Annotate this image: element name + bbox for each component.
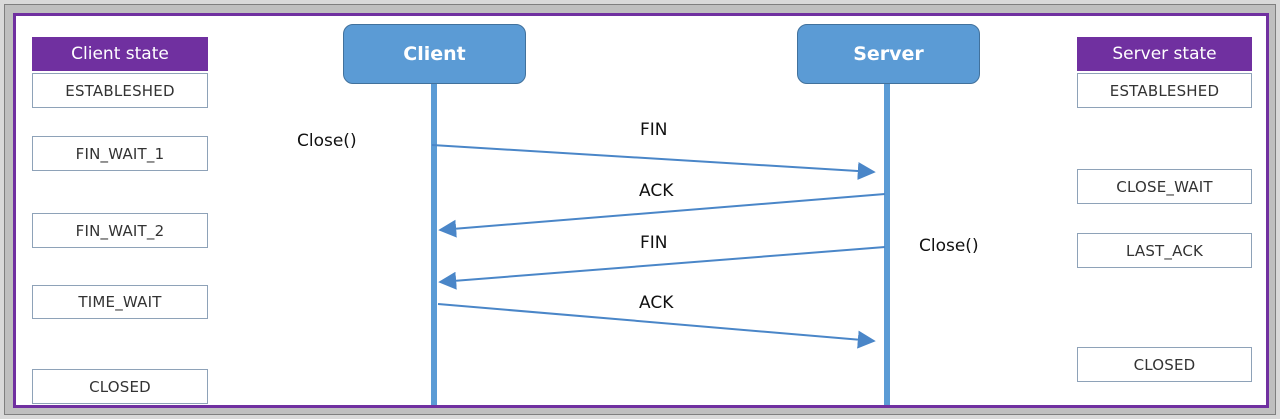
client-state-fin-wait-1: FIN_WAIT_1 (32, 136, 208, 171)
server-actor-box: Server (797, 24, 980, 84)
server-state-close-wait: CLOSE_WAIT (1077, 169, 1252, 204)
server-state-header: Server state (1077, 37, 1252, 73)
message-arrow-ack-1 (438, 193, 886, 238)
message-arrow-ack-2 (437, 303, 876, 349)
client-state-time-wait: TIME_WAIT (32, 285, 208, 319)
server-state-established: ESTABLESHED (1077, 73, 1252, 108)
client-state-fin-wait-2: FIN_WAIT_2 (32, 213, 208, 248)
server-state-last-ack: LAST_ACK (1077, 233, 1252, 268)
message-label-ack-1: ACK (639, 181, 674, 201)
message-label-fin-2: FIN (640, 233, 668, 253)
sequence-arrows (431, 81, 890, 405)
client-state-header: Client state (32, 37, 208, 73)
client-state-established: ESTABLESHED (32, 73, 208, 108)
server-close-call: Close() (919, 236, 979, 256)
message-label-ack-2: ACK (639, 293, 674, 313)
message-arrow-fin-2 (438, 246, 886, 290)
client-actor-box: Client (343, 24, 526, 84)
message-label-fin-1: FIN (640, 120, 668, 140)
outer-frame: Client state ESTABLESHED FIN_WAIT_1 FIN_… (4, 4, 1276, 415)
client-close-call: Close() (297, 131, 357, 151)
server-state-closed: CLOSED (1077, 347, 1252, 382)
diagram-canvas: Client state ESTABLESHED FIN_WAIT_1 FIN_… (13, 13, 1269, 408)
message-arrow-fin-1 (431, 144, 876, 180)
client-state-closed: CLOSED (32, 369, 208, 404)
